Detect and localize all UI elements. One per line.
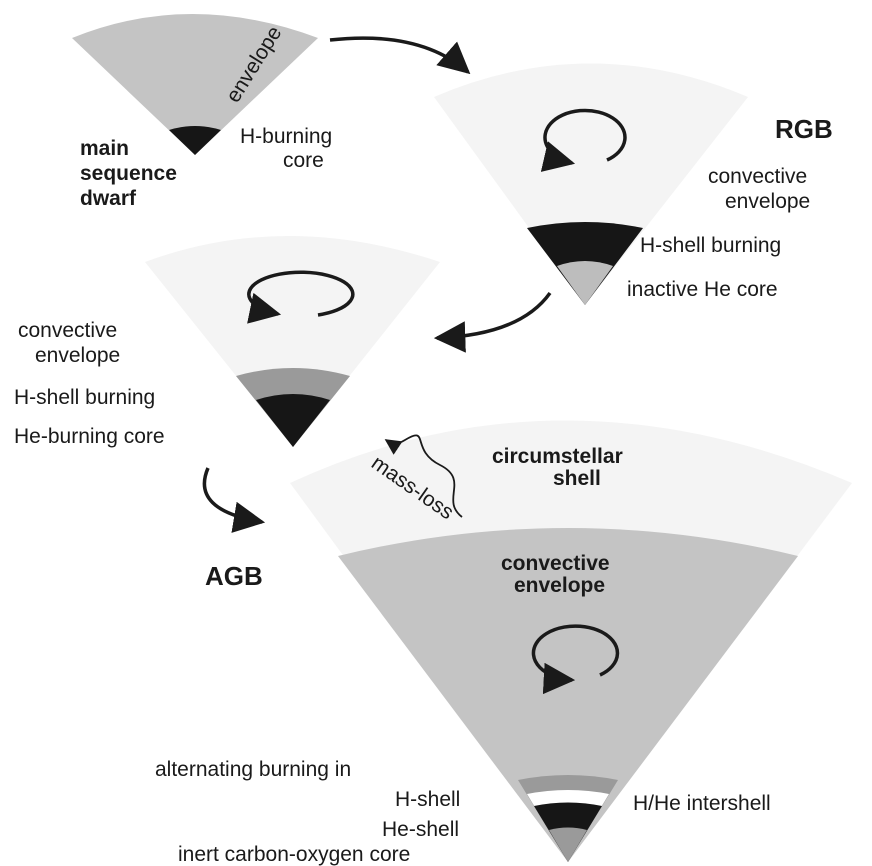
- rgb-envelope-label-line-1: convective: [708, 165, 807, 188]
- agb-he-shell-label: He-shell: [382, 818, 459, 841]
- agb-envelope-label-line-2: envelope: [514, 574, 605, 597]
- agb-alternating-label: alternating burning in: [155, 758, 351, 781]
- agb-outer-label-line-2: shell: [553, 467, 601, 490]
- rgb-convection-loop-icon: [540, 108, 627, 172]
- agb-h-shell-label: H-shell: [395, 788, 460, 811]
- agb-core: [549, 827, 587, 862]
- agb-convection-loop-icon: [531, 624, 620, 695]
- convection-loops: [247, 108, 627, 695]
- rgb-shell-label: H-shell burning: [640, 234, 781, 257]
- hb-convection-loop-icon: [247, 270, 355, 324]
- hb-core: [256, 394, 330, 447]
- rgb-envelope-label-line-2: envelope: [725, 190, 810, 213]
- rgb-core: [557, 261, 613, 305]
- hb-envelope: [145, 236, 440, 447]
- ms-title-line-3: dwarf: [80, 187, 137, 210]
- main-sequence-fan: [72, 14, 318, 155]
- ms-core: [169, 126, 221, 155]
- agb-title: AGB: [205, 561, 263, 591]
- rgb-core-label: inactive He core: [627, 278, 778, 301]
- ms-core-label-line-1: H-burning: [240, 125, 332, 148]
- rgb-fan: [434, 63, 748, 305]
- agb-outer-label-line-1: circumstellar: [492, 445, 623, 468]
- agb-envelope-label-line-1: convective: [501, 552, 610, 575]
- rgb-title: RGB: [775, 114, 833, 144]
- agb-core-label: inert carbon-oxygen core: [178, 843, 410, 866]
- hb-shell-label: H-shell burning: [14, 386, 155, 409]
- arrow-hb-to-agb-icon: [202, 467, 266, 533]
- ms-title-line-2: sequence: [80, 162, 177, 185]
- agb-intershell-label: H/He intershell: [633, 792, 771, 815]
- ms-core-label-line-2: core: [283, 149, 324, 172]
- arrow-ms-to-rgb-icon: [329, 36, 471, 75]
- agb-fan: [290, 420, 852, 862]
- ms-title-line-1: main: [80, 137, 129, 160]
- mass-loss-arrow-icon: [384, 434, 463, 518]
- agb-envelope: [338, 528, 798, 862]
- hb-envelope-label-line-2: envelope: [35, 344, 120, 367]
- transition-arrows: [202, 36, 552, 533]
- hb-core-label: He-burning core: [14, 425, 165, 448]
- rgb-envelope: [434, 63, 748, 305]
- hb-fan: [145, 236, 440, 447]
- ms-envelope: [72, 14, 318, 155]
- hb-envelope-label-line-1: convective: [18, 319, 117, 342]
- arrow-rgb-to-hb-icon: [433, 291, 552, 353]
